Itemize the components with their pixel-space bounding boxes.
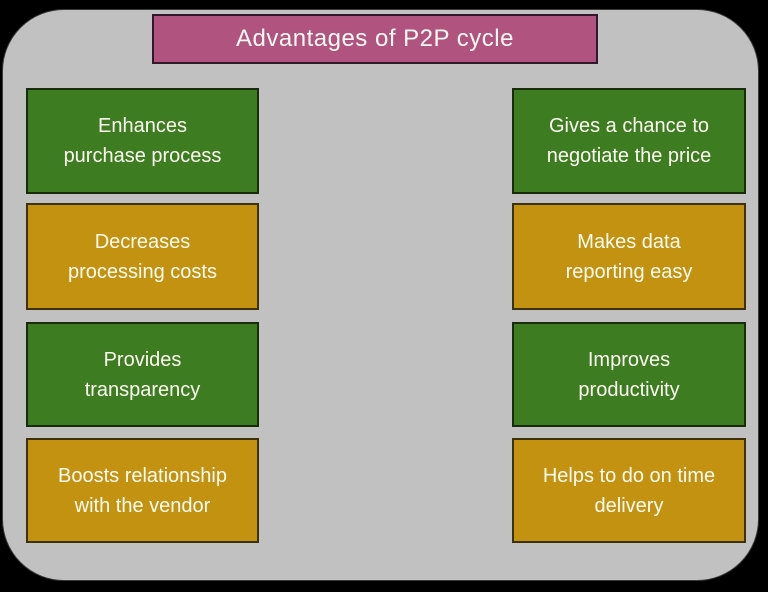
box-label: Provides transparency [84,348,201,401]
box-label: Makes data reporting easy [565,230,693,283]
box-boosts-relationship-with-vendor: Boosts relationship with the vendor [26,438,259,543]
box-enhances-purchase-process: Enhances purchase process [26,88,259,194]
box-improves-productivity: Improves productivity [512,322,746,427]
box-provides-transparency: Provides transparency [26,322,259,427]
diagram-title-text: Advantages of P2P cycle [236,25,514,52]
box-gives-chance-to-negotiate-price: Gives a chance to negotiate the price [512,88,746,194]
box-label: Improves productivity [578,348,680,401]
box-label: Gives a chance to negotiate the price [546,115,712,167]
box-label: Enhances purchase process [63,115,222,167]
box-label: Boosts relationship with the vendor [58,464,227,517]
box-label: Helps to do on time delivery [542,464,716,517]
box-decreases-processing-costs: Decreases processing costs [26,203,259,310]
box-makes-data-reporting-easy: Makes data reporting easy [512,203,746,310]
box-label: Decreases processing costs [68,230,217,283]
box-helps-on-time-delivery: Helps to do on time delivery [512,438,746,543]
diagram-title: Advantages of P2P cycle [152,14,598,64]
